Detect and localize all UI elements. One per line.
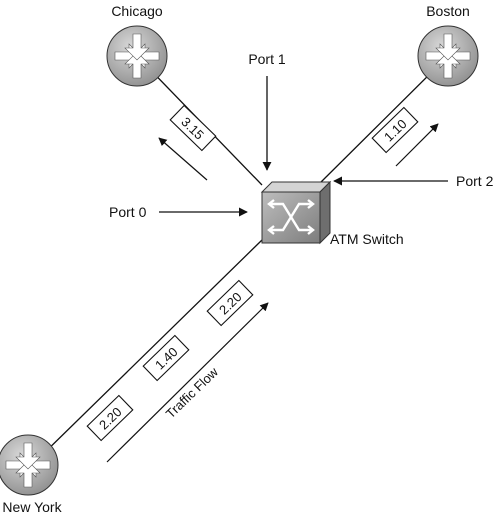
vc-box-boston: 1.10 — [371, 106, 419, 154]
atm-switch-icon — [267, 199, 315, 235]
port1-label: Port 1 — [248, 51, 286, 67]
port0-label: Port 0 — [109, 204, 147, 220]
atm-switch-label: ATM Switch — [330, 231, 404, 247]
port2-label: Port 2 — [456, 173, 494, 189]
atm-switch — [260, 180, 332, 245]
boston-router — [417, 25, 479, 87]
traffic-flow-arrow — [106, 302, 269, 463]
newyork-router — [0, 434, 59, 496]
chicago-label: Chicago — [111, 3, 163, 19]
link-newyork-switch — [34, 239, 263, 463]
router-icon — [5, 442, 51, 488]
vc-box-chicago: 3.15 — [169, 104, 217, 152]
flow-arrow-chicago — [158, 137, 208, 181]
traffic-flow-label: Traffic Flow — [163, 364, 222, 421]
flow-arrow-boston — [395, 123, 439, 167]
router-icon — [114, 33, 160, 79]
router-icon — [425, 33, 471, 79]
boston-label: Boston — [426, 3, 470, 19]
vc-box-newyork-2: 1.40 — [142, 334, 190, 382]
chicago-router — [106, 25, 168, 87]
link-boston-switch — [317, 55, 449, 186]
vc-box-newyork-3: 2.20 — [86, 394, 134, 442]
newyork-label: New York — [2, 499, 62, 515]
